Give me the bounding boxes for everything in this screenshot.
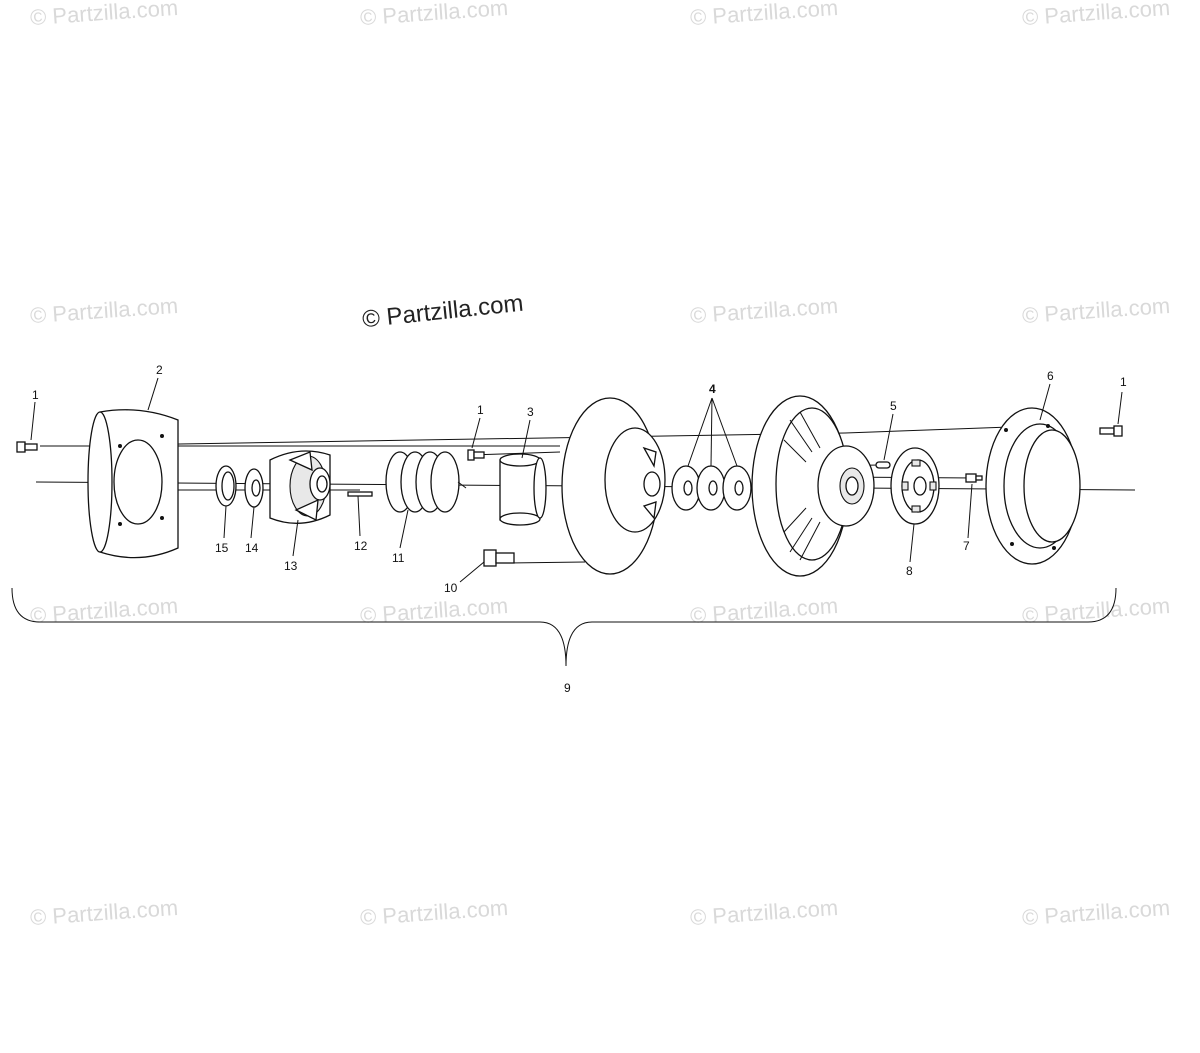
- callout-11: 11: [392, 551, 405, 565]
- callout-3: 3: [527, 405, 534, 419]
- callout-4: 4: [709, 382, 716, 396]
- washers-part-4: [671, 465, 752, 511]
- callout-2: 2: [156, 363, 163, 377]
- callout-13: 13: [284, 559, 298, 573]
- leader-lines: [30, 377, 1123, 583]
- bolt-part-1-middle: [467, 449, 485, 461]
- callout-7: 7: [963, 539, 970, 553]
- callout-10: 10: [444, 581, 458, 595]
- bushing-part-3: [499, 453, 547, 526]
- callout-9: 9: [564, 681, 571, 695]
- movable-sheave: [751, 395, 875, 577]
- callout-8: 8: [906, 564, 913, 578]
- callout-labels: 1 2 1 3 4 5 6 1 15 14 13 12 11 10 7 8 9: [32, 363, 1127, 695]
- callout-12: 12: [354, 539, 368, 553]
- screw-part-7: [965, 473, 983, 483]
- bolt-part-1-left: [16, 441, 38, 453]
- washer-part-14: [244, 468, 264, 508]
- pin-part-5: [875, 461, 891, 469]
- callout-1: 1: [32, 388, 39, 402]
- fitting-part-10: [483, 549, 515, 567]
- spring-part-11: [385, 451, 467, 513]
- callout-6: 6: [1047, 369, 1054, 383]
- helix-cam-part-13: [269, 450, 331, 524]
- callout-1: 1: [477, 403, 484, 417]
- cover-part-8: [890, 447, 940, 525]
- assembly-brace: [11, 587, 1117, 667]
- pin-part-12: [347, 491, 373, 497]
- callout-14: 14: [245, 541, 259, 555]
- callout-1: 1: [1120, 375, 1127, 389]
- callout-15: 15: [215, 541, 229, 555]
- bolt-part-1-right: [1099, 425, 1123, 437]
- ring-plate-part-6: [985, 407, 1081, 565]
- snap-ring-part-15: [215, 465, 237, 507]
- callout-5: 5: [890, 399, 897, 413]
- stationary-sheave: [561, 397, 666, 575]
- plate-part-2: [87, 409, 179, 559]
